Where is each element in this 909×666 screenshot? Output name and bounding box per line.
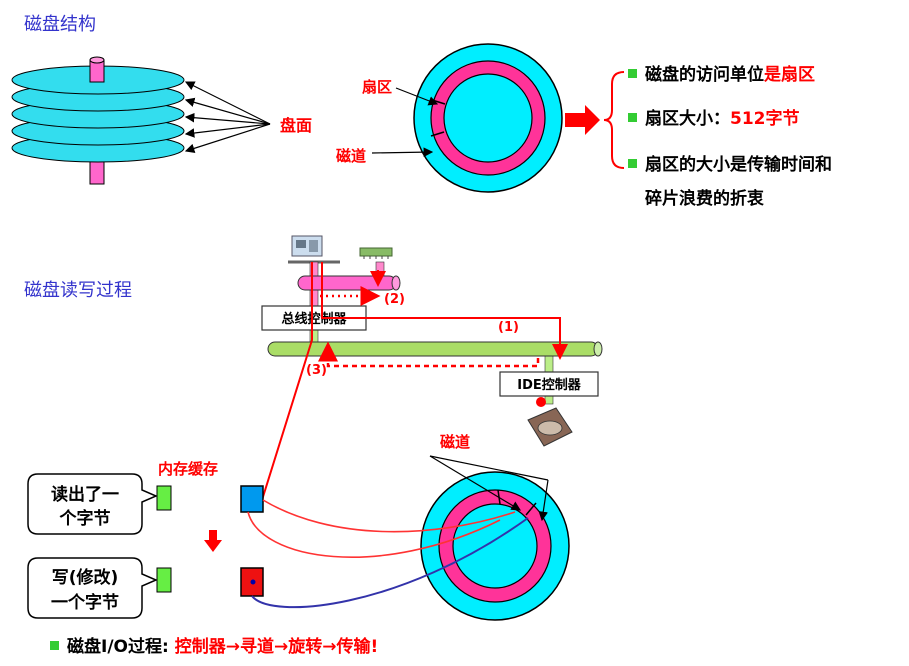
write-path-red (247, 511, 501, 558)
flow-path-1 (321, 262, 568, 360)
sector-boundary-2 (430, 131, 445, 137)
platter-label: 盘面 (280, 116, 312, 135)
bullet-brace (603, 71, 625, 169)
ide-controller-box (499, 371, 599, 397)
step-1-label: (1) (498, 320, 519, 335)
track-pointers (429, 455, 549, 522)
bus-flow-paths (318, 262, 568, 368)
write-bubble (27, 557, 158, 619)
track-pointer (371, 147, 434, 157)
platter-stack (11, 56, 185, 185)
hard-disk-icon (527, 397, 573, 447)
read-bubble-line2: 个字节 (59, 508, 111, 529)
memory-module-icon (359, 247, 393, 259)
step-3-label: (3) (306, 363, 327, 378)
pci-bus (267, 341, 603, 357)
buffer-cell-read (240, 485, 264, 513)
memory-cell-write (156, 567, 172, 593)
write-dot (250, 579, 256, 585)
rw-title: 磁盘读写过程 (24, 280, 132, 301)
big-right-arrow (565, 105, 600, 135)
structure-title: 磁盘结构 (24, 14, 96, 35)
flow-path-3 (318, 341, 540, 368)
memory-bus (297, 275, 401, 291)
disk-inner (443, 73, 533, 163)
ide-controller-label: IDE控制器 (517, 377, 582, 393)
disk-surface (413, 43, 563, 193)
read-path (262, 499, 516, 533)
memory-cell-read (156, 485, 172, 511)
bullet-3-line1: 扇区的大小是传输时间和 (645, 154, 832, 175)
sector-pointer (395, 87, 439, 106)
bullet-marker-1 (628, 69, 637, 78)
motherboard-icon (288, 235, 340, 264)
bus-controller-label: 总线控制器 (281, 311, 347, 327)
sector-label: 扇区 (362, 78, 392, 96)
read-bubble-line1: 读出了一 (51, 484, 119, 505)
write-path-blue (251, 517, 529, 609)
track-label-bottom: 磁道 (440, 433, 470, 451)
bottom-disk (420, 471, 570, 621)
read-bubble (27, 473, 158, 535)
step-2-label: (2) (384, 292, 405, 307)
write-bubble-line1: 写(修改) (52, 567, 119, 588)
bullet-marker-3 (628, 159, 637, 168)
memory-cache-label: 内存缓存 (158, 460, 218, 478)
bullet-2: 扇区大小：512字节 (645, 108, 800, 129)
bullet-marker-2 (628, 113, 637, 122)
bullet-3-line2: 碎片浪费的折衷 (645, 188, 764, 209)
platter-pointer-lines (184, 81, 271, 153)
memory-link-path (257, 262, 313, 504)
write-bubble-line2: 一个字节 (51, 592, 119, 613)
track-label-top: 磁道 (336, 147, 366, 165)
down-arrow (204, 530, 222, 552)
bullet-1: 磁盘的访问单位是扇区 (645, 64, 815, 85)
io-process-line: 磁盘I/O过程: 控制器→寻道→旋转→传输! (67, 636, 378, 657)
io-bullet-marker (50, 641, 59, 650)
